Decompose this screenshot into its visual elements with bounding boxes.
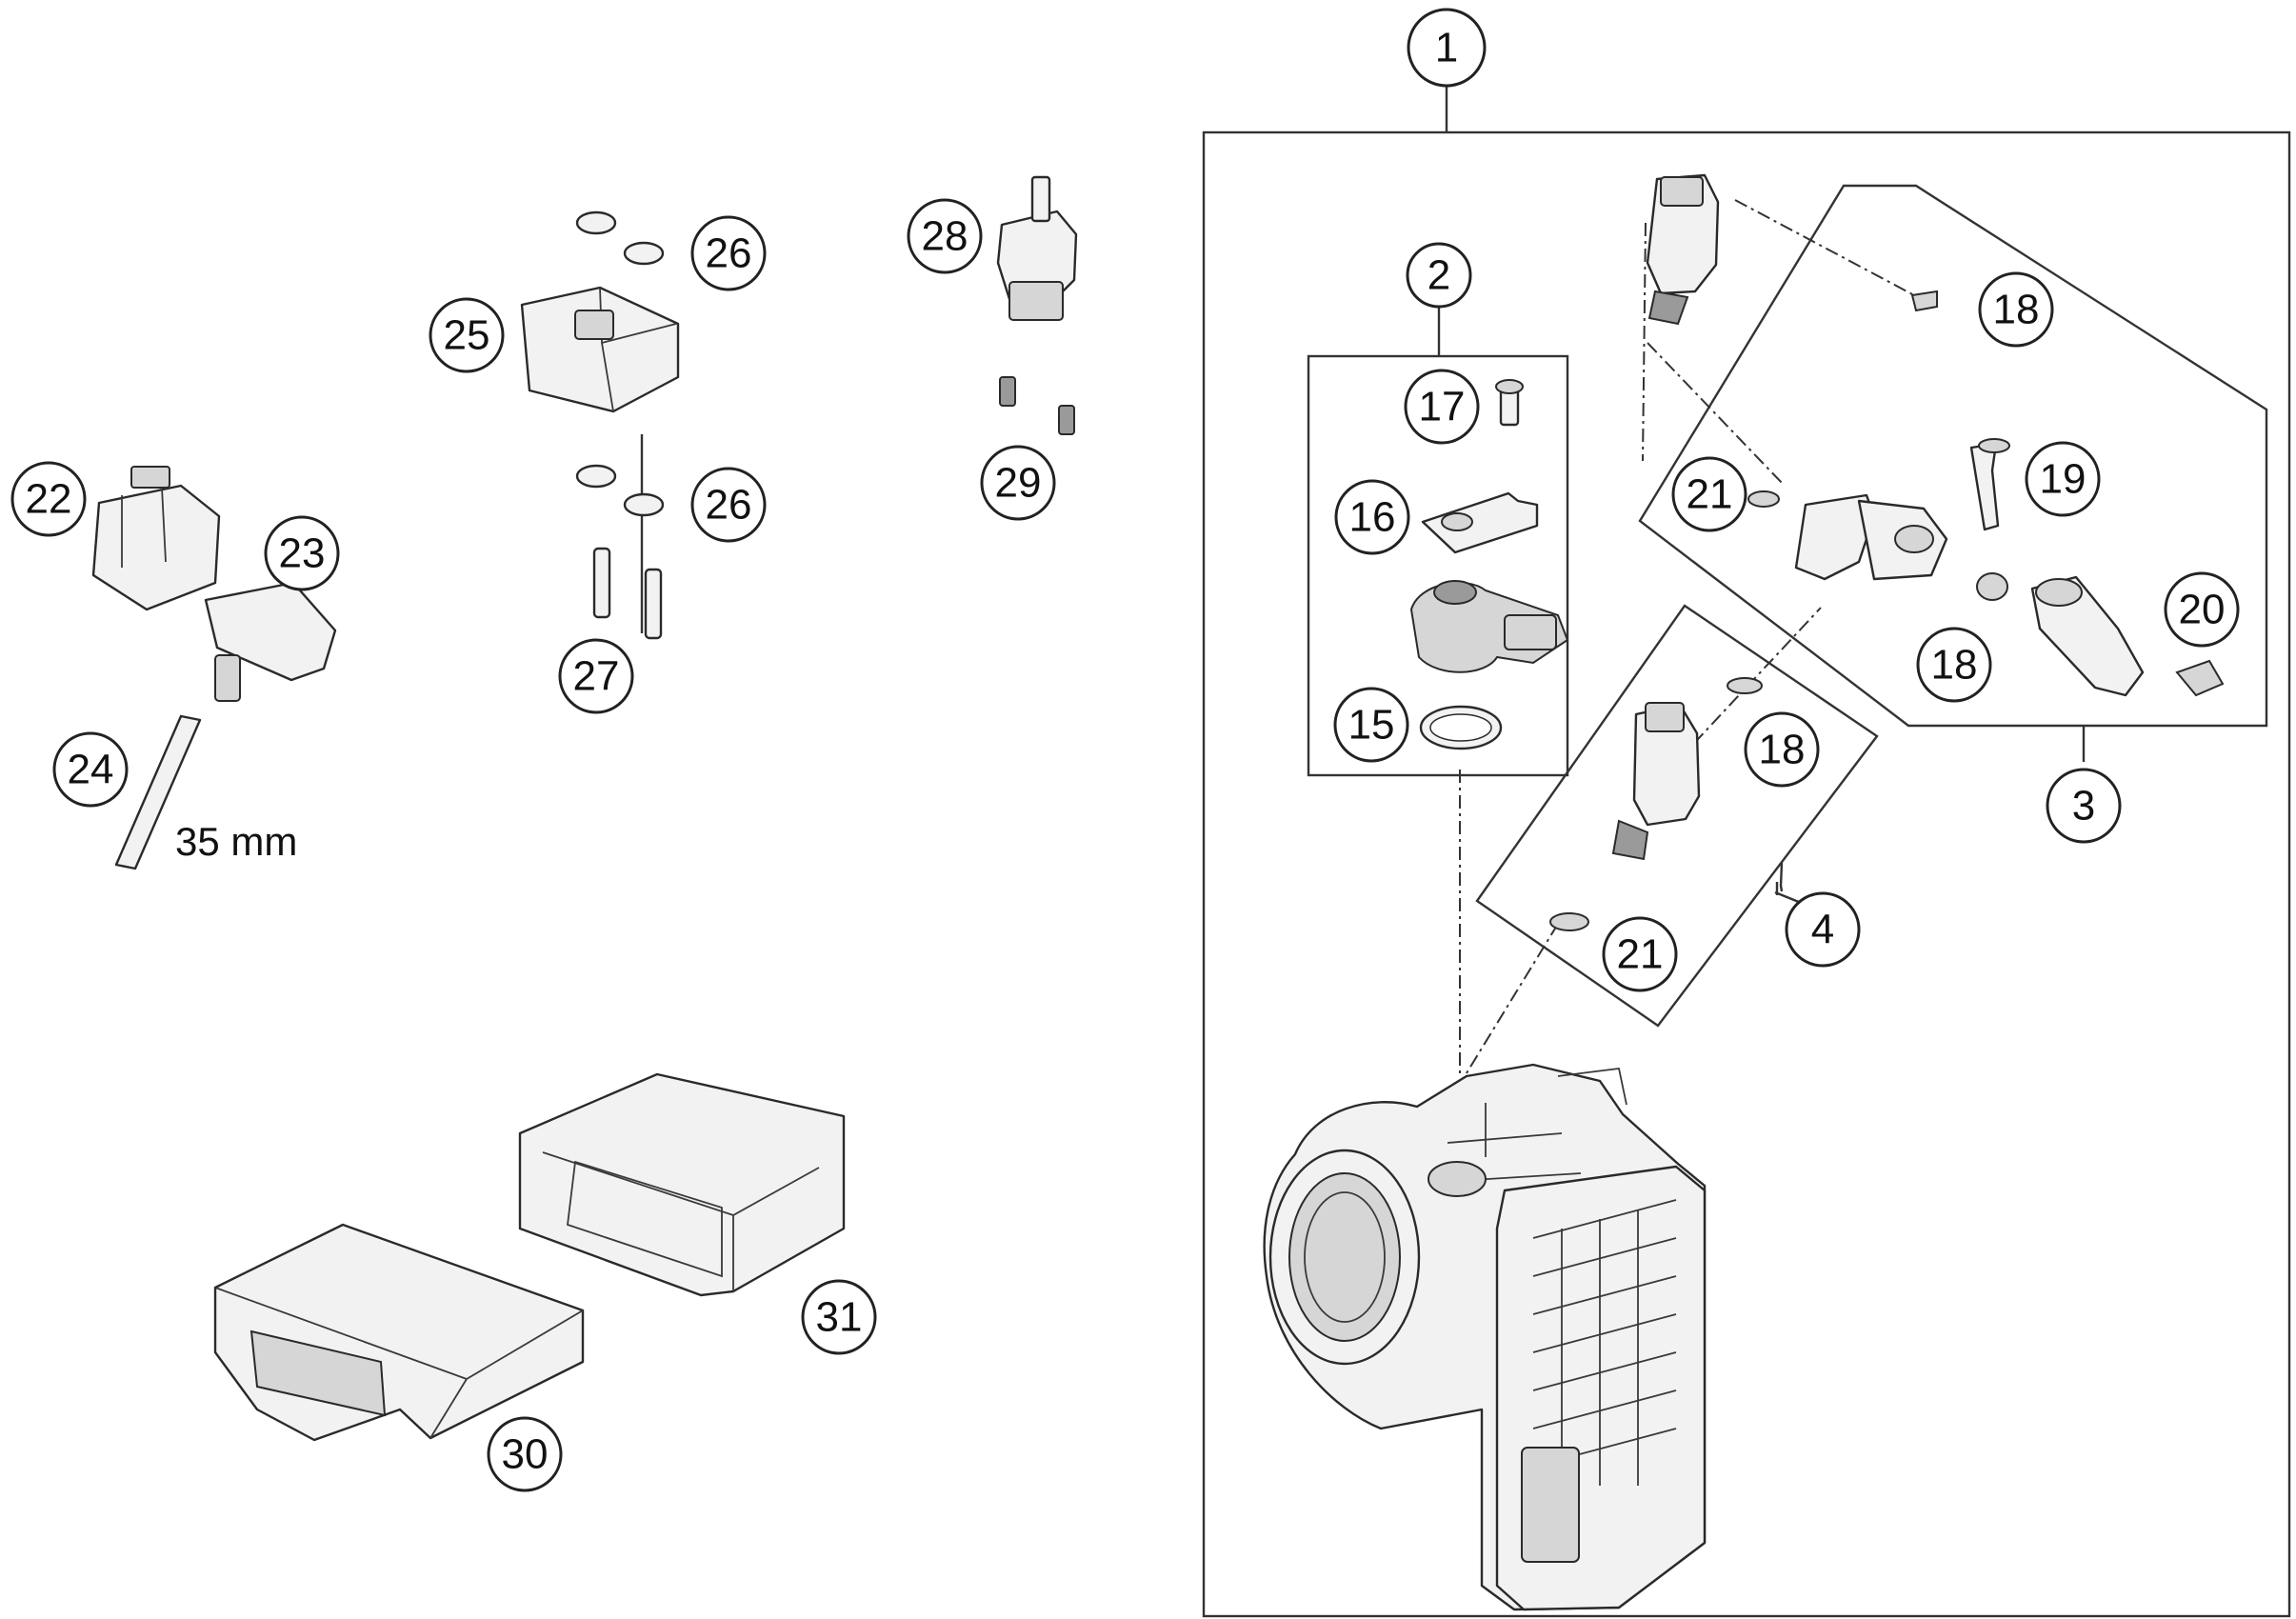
washer-26d	[623, 492, 665, 517]
assembly-axes	[1459, 199, 1915, 1082]
svg-text:25: 25	[444, 312, 490, 359]
svg-text:19: 19	[2040, 456, 2086, 503]
sensor-bracket	[1421, 491, 1539, 554]
svg-text:21: 21	[1687, 471, 1733, 518]
callout-1: 1	[1407, 8, 1487, 88]
callouts: 1 2 3 4 15 16 17 18 18 18 19 20 21 21 22…	[10, 8, 2240, 1492]
svg-text:24: 24	[68, 747, 114, 793]
injector-subgroup-parts	[1549, 677, 1763, 931]
callout-21a: 21	[1671, 456, 1747, 532]
hose-24	[114, 714, 202, 870]
svg-text:18: 18	[1931, 642, 1978, 689]
svg-text:31: 31	[816, 1294, 863, 1341]
connector-22	[91, 484, 221, 611]
callout-30: 30	[487, 1416, 563, 1492]
svg-text:3: 3	[2072, 783, 2095, 829]
callout-15: 15	[1333, 687, 1409, 763]
callout-31: 31	[801, 1279, 877, 1355]
svg-text:4: 4	[1811, 907, 1834, 953]
sensor-fitting	[2030, 575, 2145, 697]
svg-text:15: 15	[1348, 702, 1395, 749]
ecu-30	[213, 1223, 585, 1442]
throttle-body	[1263, 1063, 1707, 1611]
ring-18	[1976, 572, 2008, 601]
svg-text:21: 21	[1617, 931, 1664, 978]
small-screw-20	[2175, 659, 2225, 697]
ecu-holder-31	[518, 1072, 846, 1297]
injector-group-frame	[1638, 184, 2268, 728]
svg-text:17: 17	[1419, 384, 1466, 430]
callout-24: 24	[52, 731, 129, 808]
callout-18b: 18	[1916, 627, 1992, 703]
callout-26a: 26	[690, 215, 767, 291]
throttle-body-assembly-frame	[1202, 130, 2291, 1618]
callout-26b: 26	[690, 467, 767, 543]
injector-holder	[1794, 493, 1876, 581]
injector-group-parts	[1646, 173, 2225, 697]
washer-26a	[575, 210, 617, 235]
callout-20: 20	[2164, 571, 2240, 648]
loose-parts	[91, 175, 1078, 1442]
callout-2: 2	[1406, 242, 1472, 309]
pin-19	[1969, 442, 2000, 531]
svg-text:26: 26	[706, 230, 752, 277]
svg-text:27: 27	[573, 653, 620, 700]
callout-21b: 21	[1602, 916, 1678, 992]
screw-27a	[592, 547, 611, 619]
washer-26b	[623, 241, 665, 266]
washer-26c	[575, 464, 617, 489]
screw-29b	[1058, 405, 1075, 435]
callout-22: 22	[10, 461, 87, 537]
callout-28: 28	[907, 198, 983, 274]
svg-text:18: 18	[1759, 727, 1806, 773]
callout-16: 16	[1334, 479, 1410, 555]
callout-23: 23	[264, 515, 340, 591]
callout-25: 25	[429, 297, 505, 373]
callout-18a: 18	[1978, 271, 2054, 348]
callout-3: 3	[2046, 768, 2122, 844]
svg-text:26: 26	[706, 482, 752, 529]
svg-text:20: 20	[2179, 587, 2226, 633]
callout-18c: 18	[1744, 711, 1820, 788]
svg-text:29: 29	[995, 460, 1042, 507]
screw-27b	[644, 568, 663, 640]
callout-27: 27	[558, 638, 634, 714]
svg-text:30: 30	[502, 1431, 549, 1478]
svg-text:28: 28	[922, 213, 968, 260]
svg-text:1: 1	[1435, 25, 1458, 71]
svg-text:22: 22	[26, 476, 72, 523]
injector-subgroup-frame	[1475, 604, 1879, 1028]
screw-29a	[999, 376, 1016, 407]
svg-text:18: 18	[1993, 287, 2040, 333]
callout-17: 17	[1404, 369, 1480, 445]
svg-text:2: 2	[1428, 252, 1450, 299]
hose-length-label: 35 mm	[175, 819, 297, 864]
svg-text:16: 16	[1349, 494, 1396, 541]
callout-4: 4	[1785, 891, 1861, 968]
sensor-group-parts	[1409, 379, 1569, 750]
callout-19: 19	[2025, 441, 2101, 517]
callout-29: 29	[980, 445, 1056, 521]
svg-text:23: 23	[279, 530, 326, 577]
